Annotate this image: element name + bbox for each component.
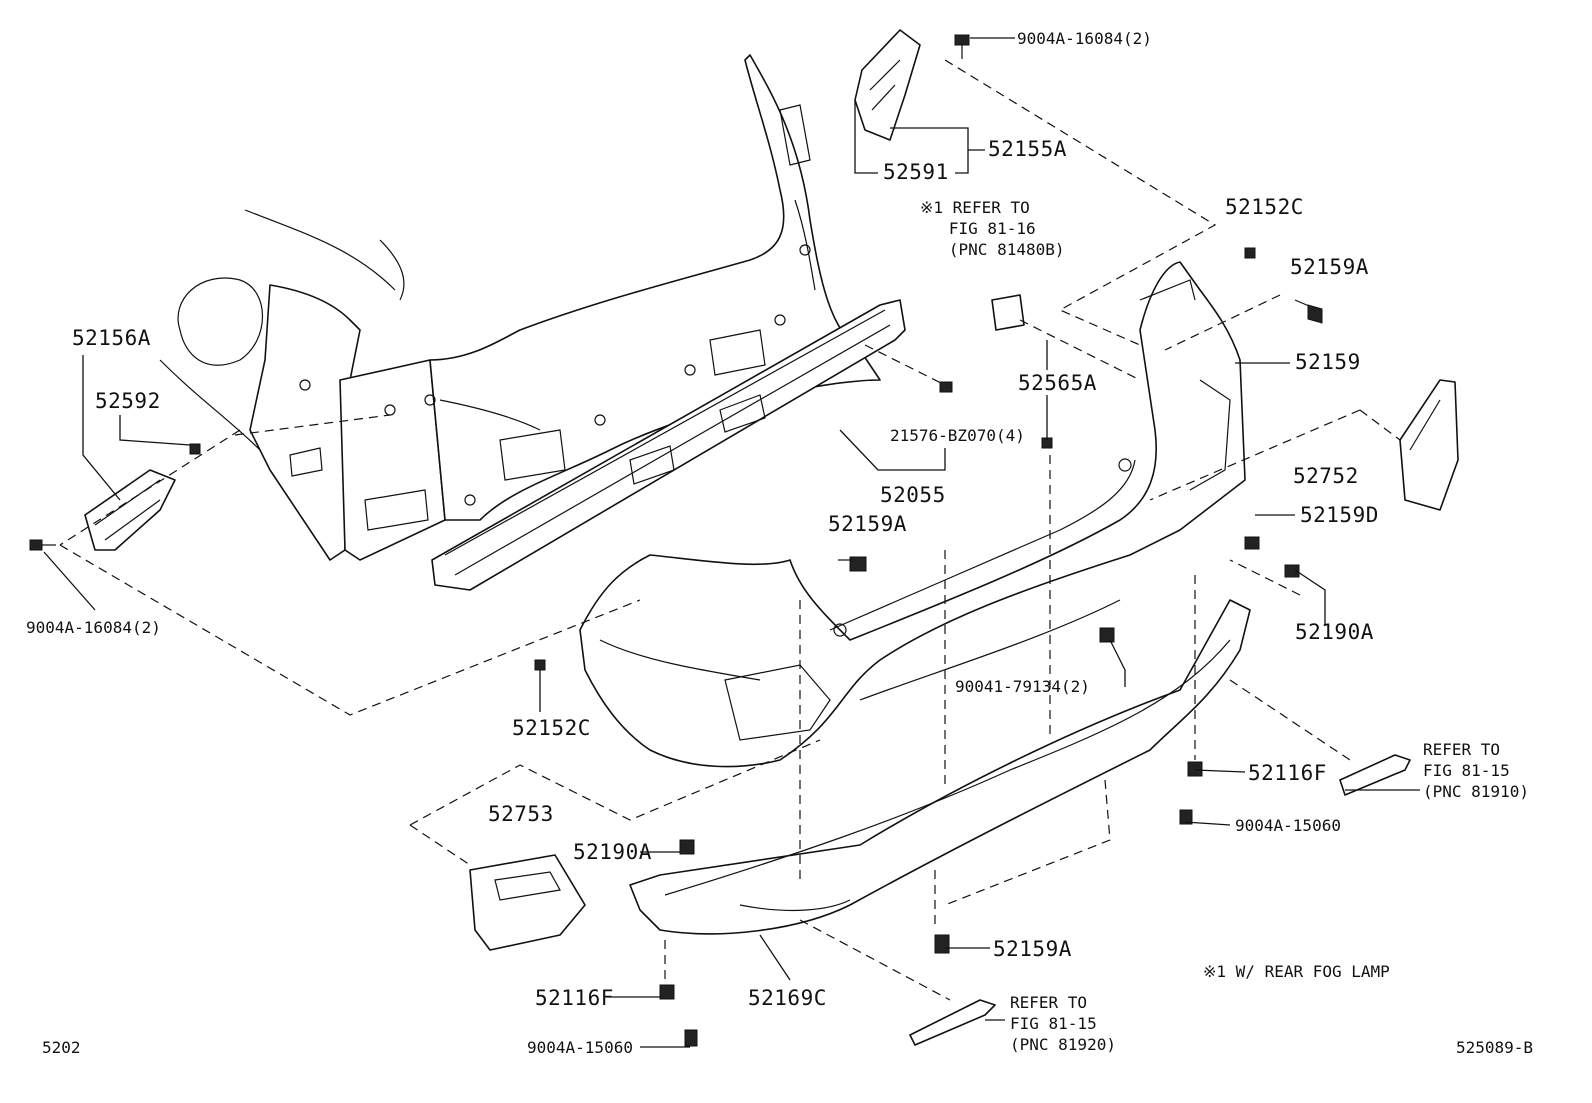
callout-52152C-bottom: 52152C xyxy=(512,716,591,740)
callout-9004A-15060-right: 9004A-15060 xyxy=(1235,816,1341,835)
callout-52152C-top: 52152C xyxy=(1225,195,1304,219)
callout-52116F-right: 52116F xyxy=(1248,761,1327,785)
callout-90041-79134: 90041-79134(2) xyxy=(955,677,1090,696)
leader-lines xyxy=(43,37,1420,1048)
note-refer-fig-81-16: ※1 REFER TO FIG 81-16 (PNC 81480B) xyxy=(920,198,1065,259)
callout-52592: 52592 xyxy=(95,389,161,413)
fasteners xyxy=(29,34,1323,1047)
reflector-81920 xyxy=(909,999,996,1046)
note-refer-pnc-81910: REFER TO FIG 81-15 (PNC 81910) xyxy=(1423,740,1529,801)
callout-9004A-15060-bottom: 9004A-15060 xyxy=(527,1038,633,1057)
callout-52116F-left: 52116F xyxy=(535,986,614,1010)
reflector-81910 xyxy=(1339,754,1411,796)
callout-9004A-16084-top: 9004A-16084(2) xyxy=(1017,29,1152,48)
side-garnish-right xyxy=(1399,379,1459,511)
lower-bumper-garnish xyxy=(629,599,1251,935)
rear-bumper-cover xyxy=(579,261,1246,768)
callout-9004A-16084-left: 9004A-16084(2) xyxy=(26,618,161,637)
page-code: 5202 xyxy=(42,1038,81,1057)
upper-bracket xyxy=(854,29,921,141)
side-bracket xyxy=(84,469,176,551)
callout-52055: 52055 xyxy=(880,483,946,507)
fog-lamp-cover xyxy=(469,854,586,951)
callout-52752: 52752 xyxy=(1293,464,1359,488)
callout-52169C: 52169C xyxy=(748,986,827,1010)
callout-52155A: 52155A xyxy=(988,137,1067,161)
callout-52190A-right: 52190A xyxy=(1295,620,1374,644)
note-refer-pnc-81920: REFER TO FIG 81-15 (PNC 81920) xyxy=(1010,993,1116,1054)
callout-52156A: 52156A xyxy=(72,326,151,350)
rear-body-panel xyxy=(159,54,881,561)
callout-52159A-bottom: 52159A xyxy=(993,937,1072,961)
callout-52159A-middle: 52159A xyxy=(828,512,907,536)
figure-id: 525089-B xyxy=(1456,1038,1534,1057)
callout-52159D: 52159D xyxy=(1300,503,1379,527)
rear-bumper-reinforcement xyxy=(431,299,906,591)
fog-lamp-module xyxy=(991,294,1025,331)
note-rear-fog-lamp-legend: ※1 W/ REAR FOG LAMP xyxy=(1203,962,1390,981)
callout-52591: 52591 xyxy=(883,160,949,184)
callout-52753: 52753 xyxy=(488,802,554,826)
callout-21576-BZ070: 21576-BZ070(4) xyxy=(890,426,1025,445)
callout-52190A-left: 52190A xyxy=(573,840,652,864)
callout-52565A: 52565A xyxy=(1018,371,1097,395)
alignment-lines xyxy=(59,59,1401,1001)
callout-52159: 52159 xyxy=(1295,350,1361,374)
callout-52159A-top: 52159A xyxy=(1290,255,1369,279)
